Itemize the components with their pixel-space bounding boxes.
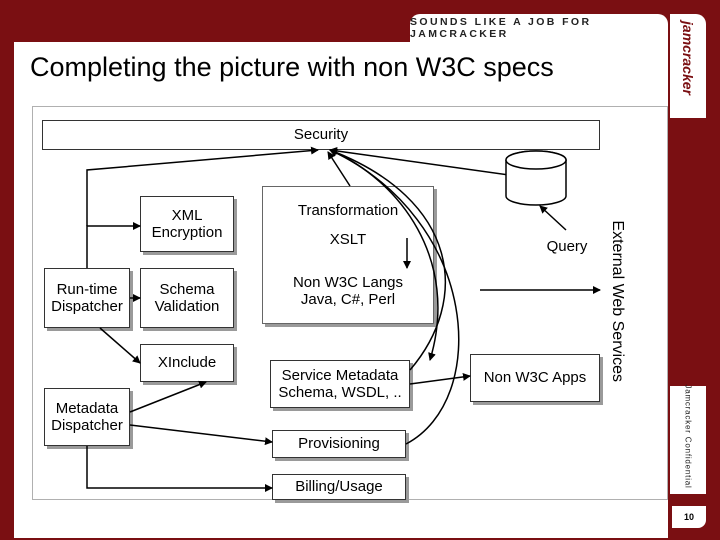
page-number: 10 <box>672 506 706 528</box>
external-web-services-text: External Web Services <box>609 220 627 382</box>
non-w3c-apps-box: Non W3C Apps <box>470 354 600 402</box>
billing-usage-box: Billing/Usage <box>272 474 406 500</box>
external-web-services-label: External Web Services <box>600 192 634 410</box>
metadata-dispatcher-box: Metadata Dispatcher <box>44 388 130 446</box>
xinclude-box: XInclude <box>140 344 234 382</box>
query-label: Query <box>546 238 588 255</box>
xslt-label: XSLT <box>329 231 367 248</box>
security-label: Security <box>293 126 349 144</box>
slide-title: Completing the picture with non W3C spec… <box>30 52 554 82</box>
non-w3c-langs-label: Non W3C Langs Java, C#, Perl <box>292 273 404 308</box>
xml-encryption-box: XML Encryption <box>140 196 234 252</box>
brand-logo: jamcracker <box>680 21 696 95</box>
service-metadata-box: Service Metadata Schema, WSDL, .. <box>270 360 410 408</box>
confidential-strip: Jamcracker Confidential <box>670 384 706 494</box>
schema-validation-box: Schema Validation <box>140 268 234 328</box>
tagline-banner: SOUNDS LIKE A JOB FOR JAMCRACKER <box>410 14 668 42</box>
security-bar: Security <box>42 120 600 150</box>
runtime-dispatcher-box: Run-time Dispatcher <box>44 268 130 328</box>
transformation-label: Transformation <box>297 202 399 219</box>
tagline-text: SOUNDS LIKE A JOB FOR JAMCRACKER <box>410 16 592 40</box>
confidential-label: Jamcracker Confidential <box>683 384 693 489</box>
provisioning-box: Provisioning <box>272 430 406 458</box>
brand-bar: jamcracker <box>670 14 706 118</box>
